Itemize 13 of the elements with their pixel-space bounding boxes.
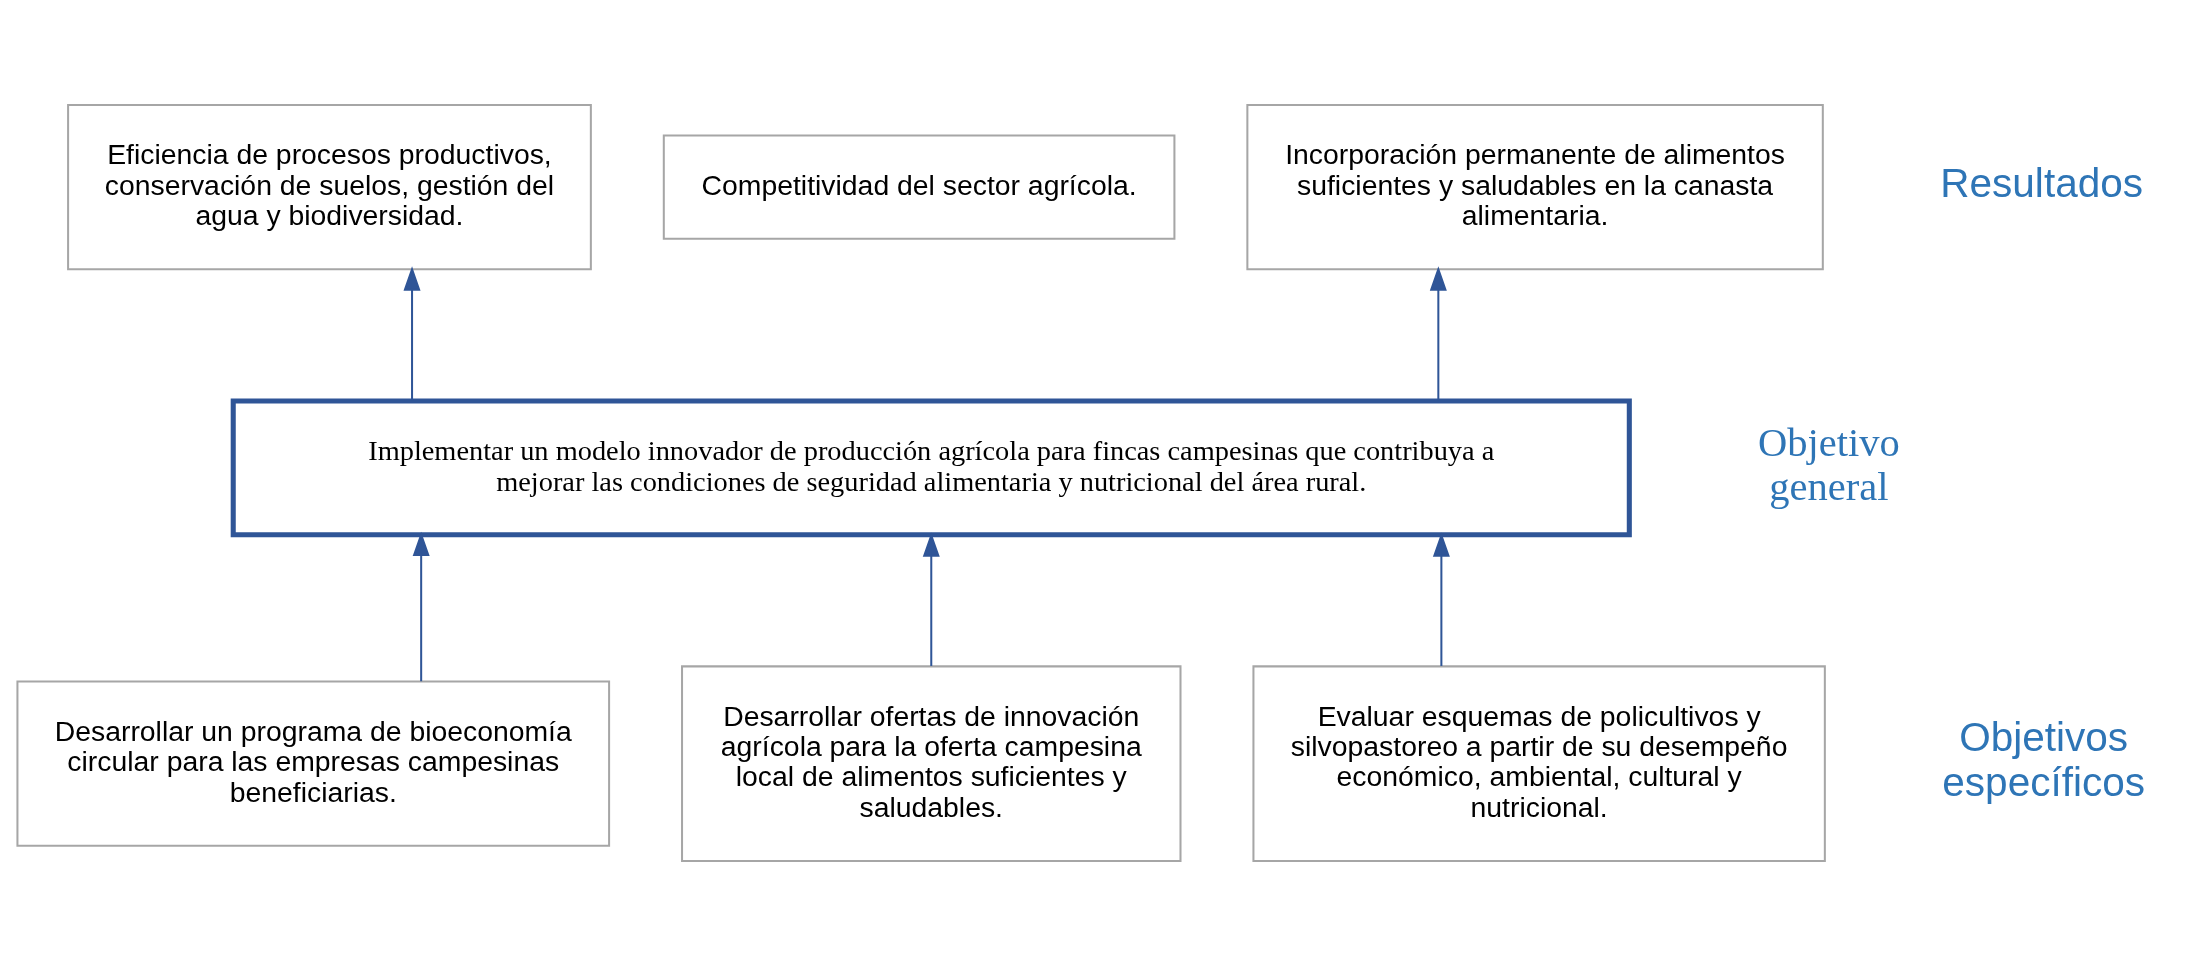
label: Objetivos específicos <box>1942 713 2146 805</box>
label: Objetivo general <box>1758 419 1900 509</box>
node-box: Competitividad del sector agrícola. <box>662 134 1176 240</box>
node-box: Eficiencia de procesos productivos, conservación de suelos, gestión del agua y biodiversidad. <box>67 103 592 270</box>
arrow <box>1429 265 1447 401</box>
label: Resultados <box>1940 159 2143 206</box>
arrow <box>412 531 430 681</box>
arrow <box>403 265 421 401</box>
node-box: Desarrollar un programa de bioeconomía circular para las empresas campesinas beneficiarias. <box>16 680 611 847</box>
node-box: Evaluar esquemas de policultivos y silvopastoreo a partir de su desempeño económico, ambiental, cultural y nutricional. <box>1252 664 1826 862</box>
node-box: Desarrollar ofertas de innovación agrícola para la oferta campesina local de alimentos suficientes y saludables. <box>681 664 1182 862</box>
node-box: Implementar un modelo innovador de producción agrícola para fincas campesinas que contribuya a mejorar las condiciones de seguridad alimentaria y nutricional del área rural. <box>230 397 1632 537</box>
node-box: Incorporación permanente de alimentos suficientes y saludables en la canasta alimentaria. <box>1246 103 1824 270</box>
